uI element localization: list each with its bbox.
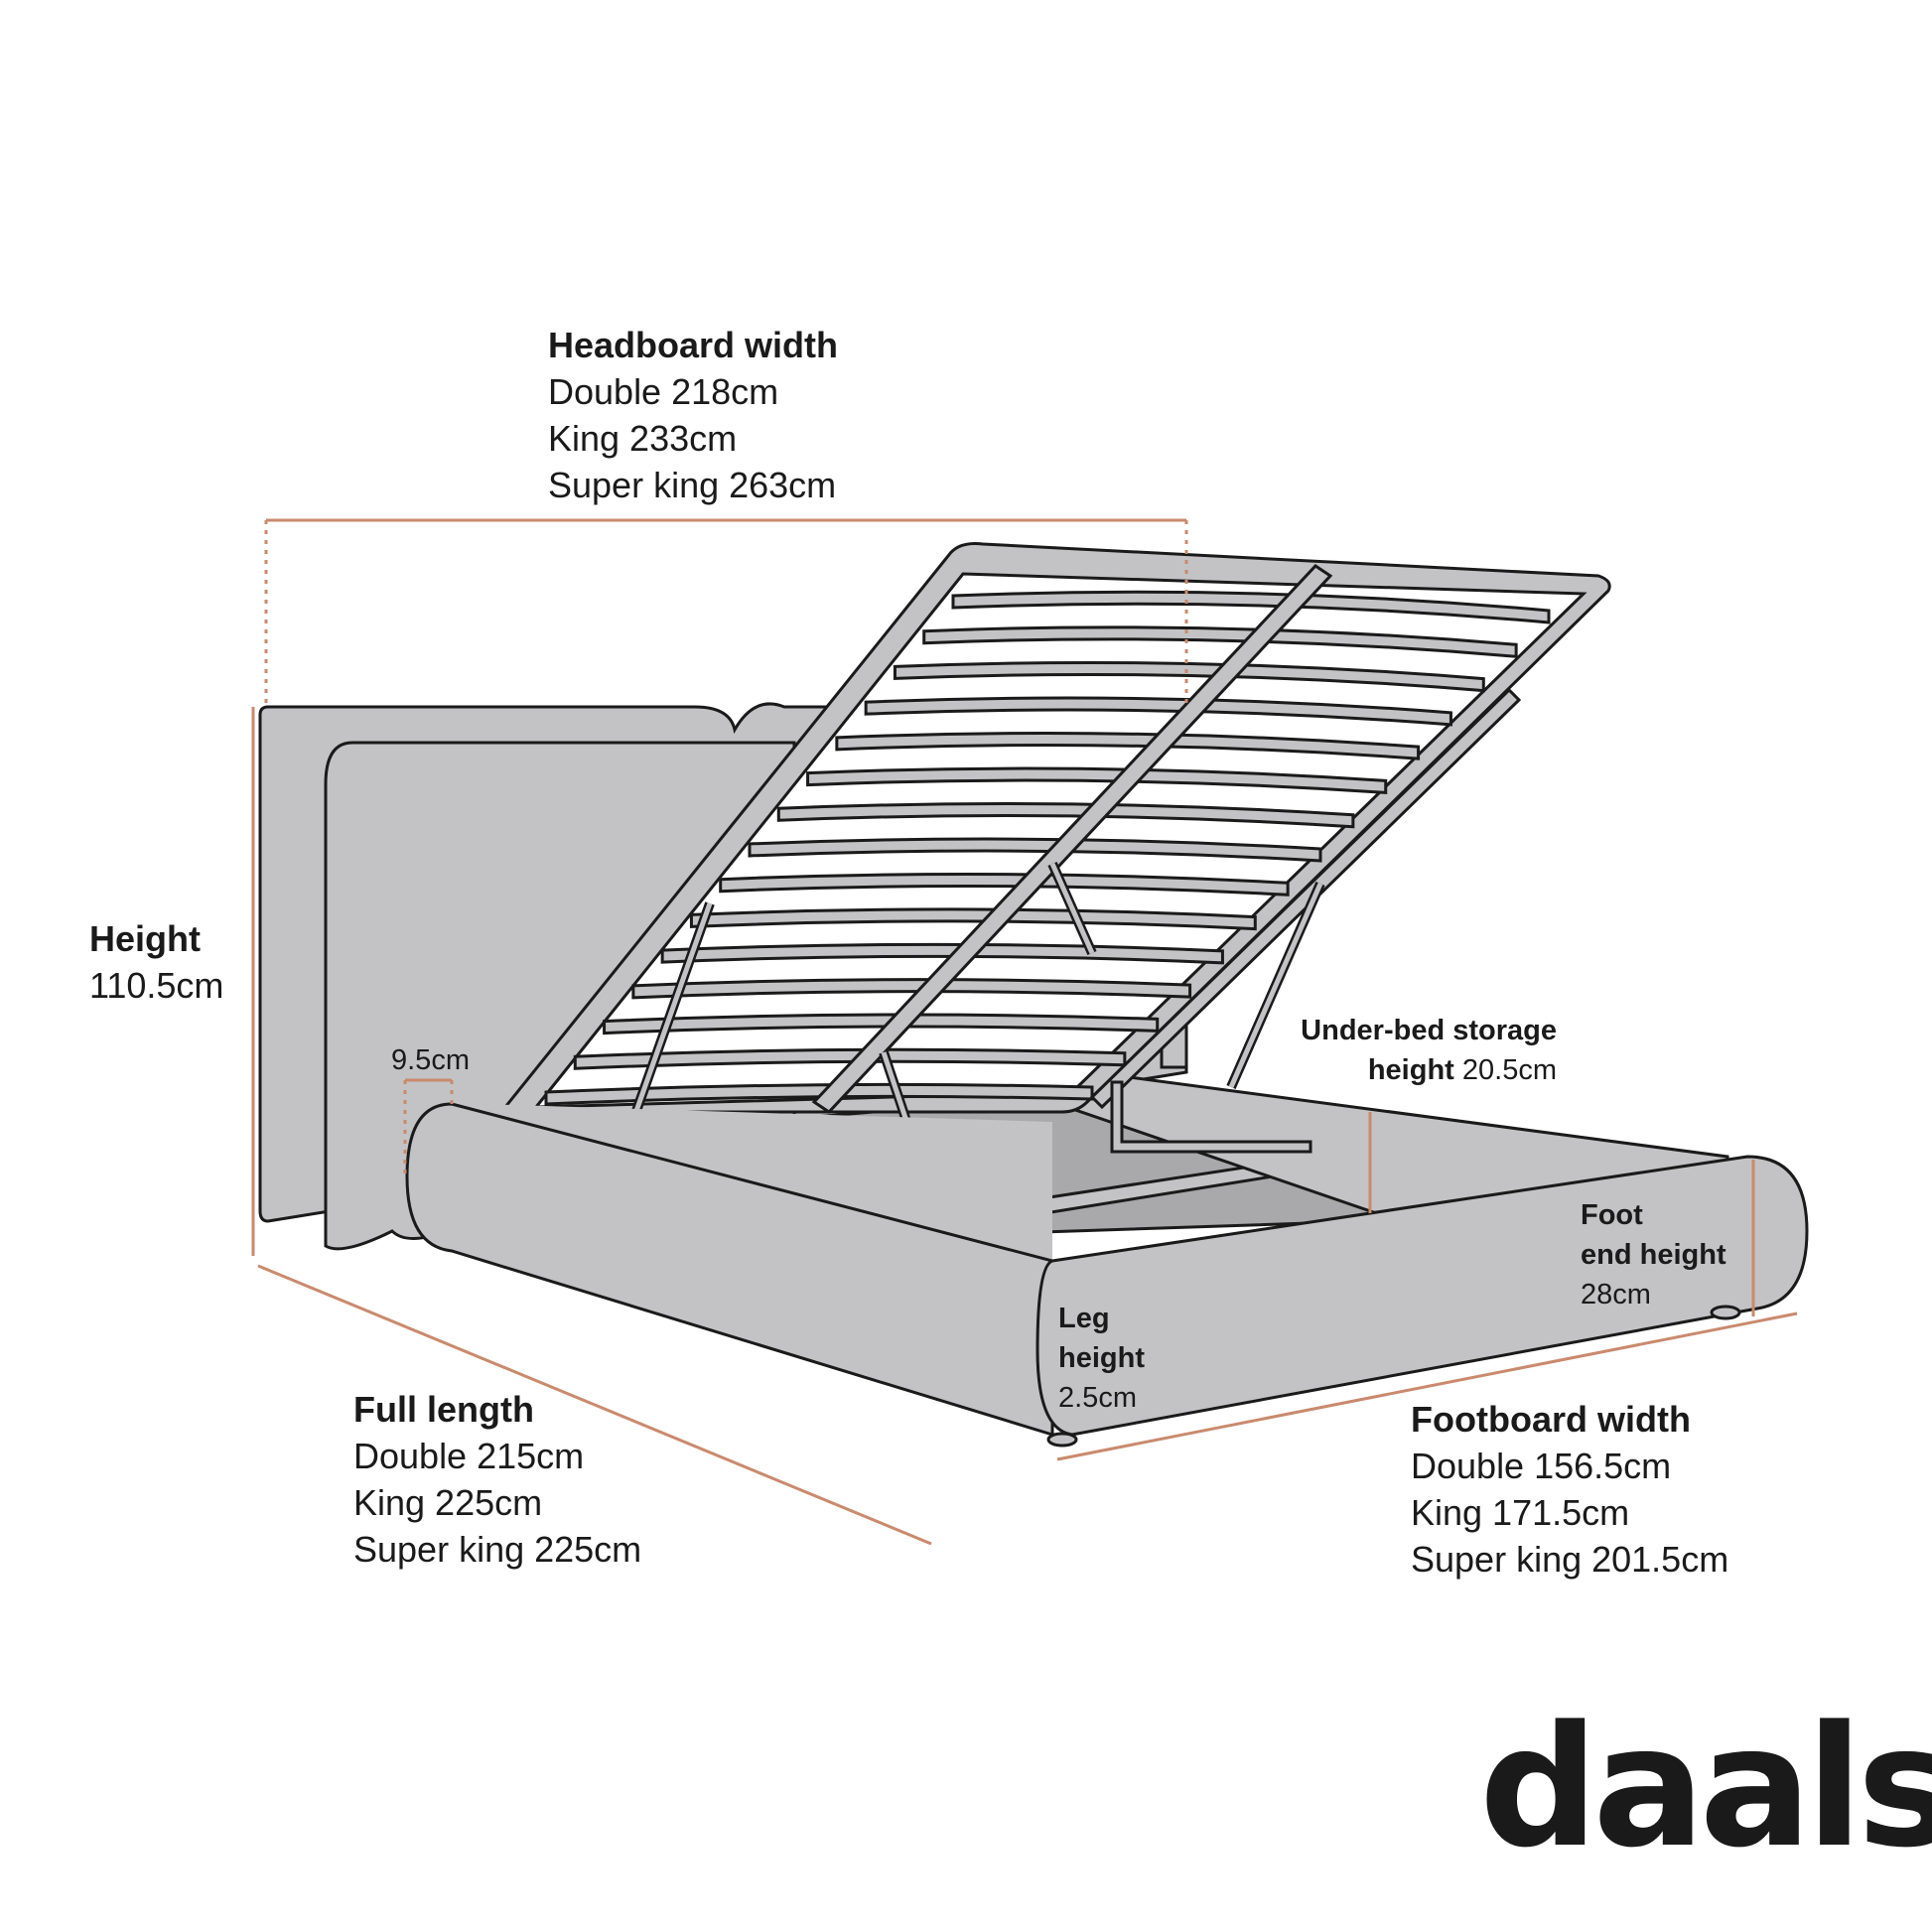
- headboard-width-label: Headboard width Double 218cm King 233cm …: [548, 322, 838, 508]
- slat: [835, 732, 1421, 760]
- leg-height-line2: height: [1058, 1342, 1145, 1374]
- lifted-frame: [497, 542, 1611, 1154]
- under-bed-storage-title: Under-bed storage: [1301, 1015, 1557, 1046]
- headboard-width-title: Headboard width: [548, 325, 839, 365]
- under-bed-storage-value: 20.5cm: [1461, 1054, 1557, 1086]
- full-length-double: Double 215cm: [353, 1436, 585, 1476]
- foot-end-line2: end height: [1581, 1239, 1726, 1271]
- full-length-title: Full length: [353, 1389, 534, 1430]
- under-bed-storage-label: Under-bed storage height 20.5cm: [1281, 1011, 1557, 1090]
- headboard-width-double: Double 218cm: [548, 371, 779, 412]
- slat: [776, 802, 1355, 829]
- under-bed-storage-height-word: height: [1367, 1054, 1454, 1086]
- side-roll: [405, 1102, 1054, 1438]
- headboard-width-king: King 233cm: [548, 418, 738, 459]
- leg-front: [1046, 1432, 1078, 1448]
- footboard-width-double: Double 156.5cm: [1411, 1446, 1672, 1486]
- daals-logo: daals.: [1479, 1704, 1932, 1870]
- foot-end-height-label: Foot end height 28cm: [1581, 1195, 1726, 1314]
- footboard-width-title: Footboard width: [1411, 1399, 1691, 1440]
- footboard-width-label: Footboard width Double 156.5cm King 171.…: [1411, 1396, 1728, 1583]
- headboard-thickness-value: 9.5cm: [391, 1044, 470, 1076]
- height-value: 110.5cm: [89, 965, 224, 1006]
- height-title: Height: [89, 918, 201, 959]
- slat: [603, 1013, 1160, 1035]
- height-label: Height 110.5cm: [89, 915, 223, 1009]
- footboard-width-king: King 171.5cm: [1411, 1492, 1630, 1533]
- leg-height-value: 2.5cm: [1058, 1382, 1137, 1414]
- slat: [806, 766, 1388, 795]
- footboard: [1035, 1155, 1809, 1437]
- full-length-king: King 225cm: [353, 1482, 543, 1523]
- logo-text: daals: [1479, 1690, 1932, 1884]
- slat: [864, 696, 1452, 727]
- slat: [748, 837, 1322, 863]
- slat: [631, 978, 1192, 1000]
- full-length-label: Full length Double 215cm King 225cm Supe…: [353, 1386, 641, 1573]
- slat: [951, 590, 1551, 624]
- slat: [660, 942, 1224, 965]
- foot-end-line1: Foot: [1581, 1199, 1643, 1231]
- full-length-superking: Super king 225cm: [353, 1529, 642, 1570]
- slat: [719, 873, 1290, 897]
- footboard-width-superking: Super king 201.5cm: [1411, 1539, 1729, 1580]
- leg-height-line1: Leg: [1058, 1303, 1110, 1334]
- headboard-thickness-label: 9.5cm: [391, 1040, 470, 1080]
- leg-right: [1710, 1305, 1741, 1320]
- slat: [893, 660, 1485, 693]
- foot-end-value: 28cm: [1581, 1279, 1651, 1311]
- dimension-lines: [251, 518, 1798, 1546]
- headboard-width-superking: Super king 263cm: [548, 465, 837, 505]
- slat: [689, 907, 1257, 931]
- slat: [922, 625, 1518, 658]
- leg-height-label: Leg height 2.5cm: [1058, 1299, 1145, 1418]
